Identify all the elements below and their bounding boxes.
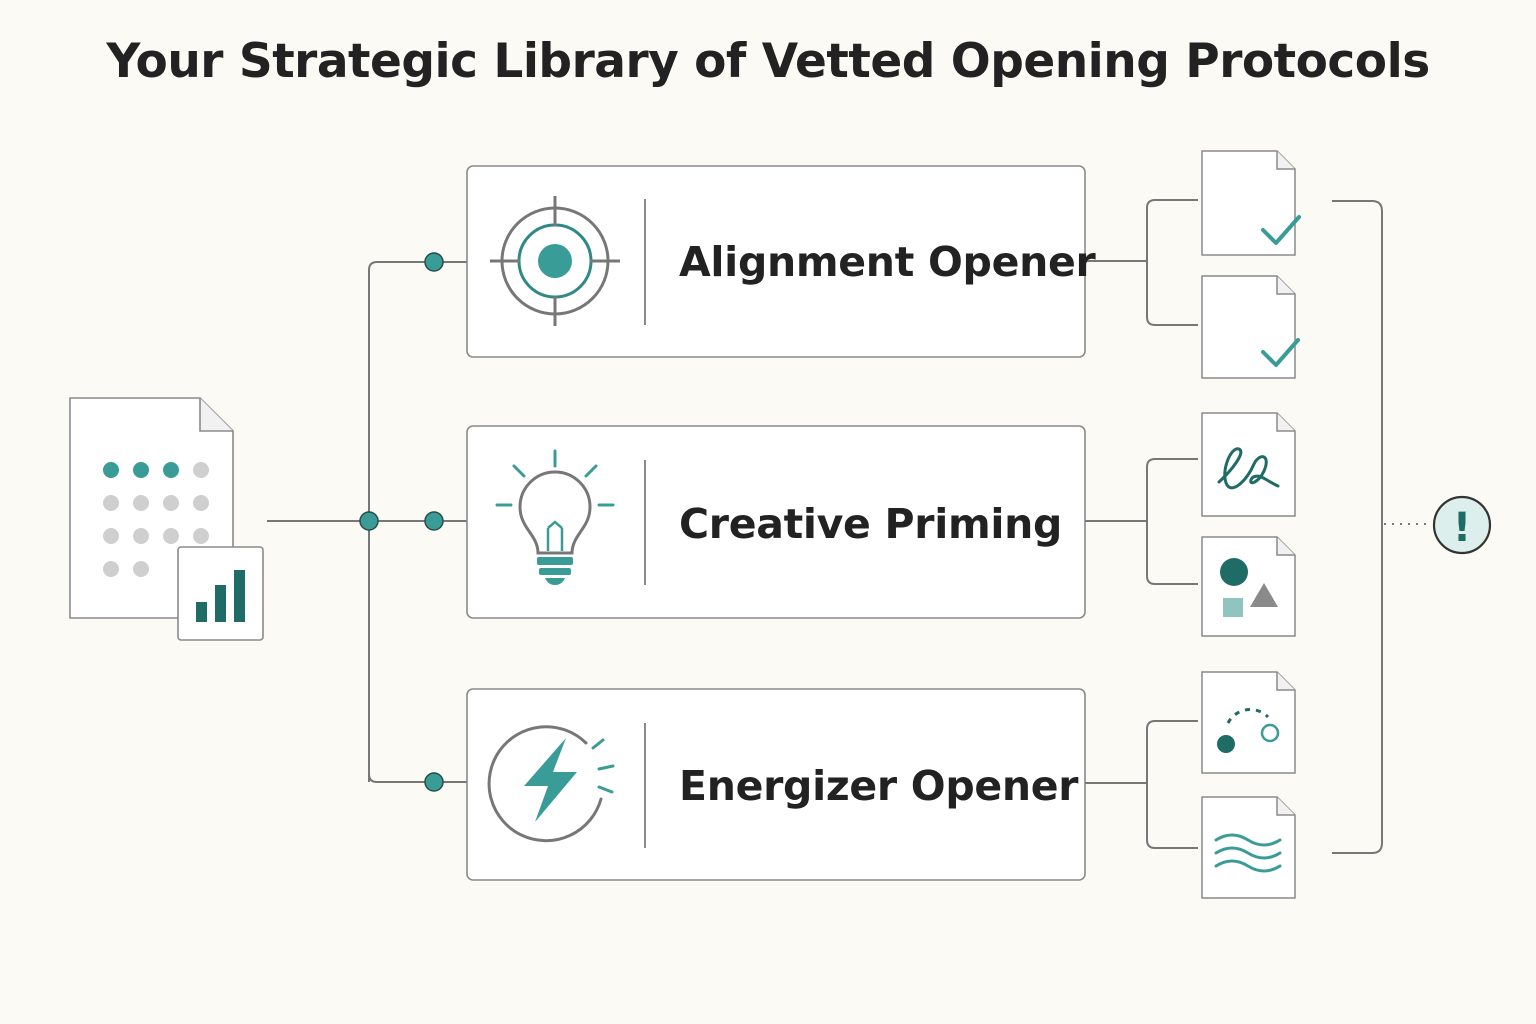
- protocol-label-creative: Creative Priming: [679, 500, 1063, 548]
- junction-node: [359, 511, 379, 531]
- protocol-label-energizer: Energizer Opener: [679, 762, 1079, 810]
- protocol-card-alignment[interactable]: [466, 165, 1086, 358]
- branch-node-creative: [424, 511, 444, 531]
- output-document-alignment-1[interactable]: [1201, 150, 1301, 256]
- signature-icon: [1217, 447, 1280, 490]
- protocol-label-alignment: Alignment Opener: [679, 238, 1096, 286]
- protocol-card-energizer[interactable]: [466, 688, 1086, 881]
- right-bracket: [1332, 200, 1430, 854]
- connector-nodes: [359, 252, 444, 792]
- output-connectors: [1085, 199, 1198, 849]
- checkmark-icon: [1261, 215, 1301, 245]
- lightning-bolt-icon: [487, 725, 615, 843]
- alert-badge[interactable]: !: [1432, 495, 1492, 555]
- output-document-energizer-2[interactable]: [1201, 796, 1296, 899]
- branch-node-energizer: [424, 772, 444, 792]
- lightbulb-icon: [495, 449, 615, 585]
- arc-dots-icon: [1217, 708, 1280, 753]
- shapes-icon: [1220, 558, 1278, 617]
- dot-grid-icon: [103, 462, 209, 577]
- exclamation-icon: !: [1453, 505, 1471, 551]
- output-document-creative-1[interactable]: [1201, 412, 1296, 517]
- target-icon: [490, 196, 620, 326]
- branch-node-alignment: [424, 252, 444, 272]
- bar-chart-icon: [177, 546, 264, 641]
- diagram-title: Your Strategic Library of Vetted Opening…: [106, 34, 1430, 89]
- output-document-creative-2[interactable]: [1201, 536, 1296, 637]
- checkmark-icon: [1261, 338, 1300, 367]
- waves-icon: [1214, 833, 1282, 873]
- output-document-energizer-1[interactable]: [1201, 671, 1296, 774]
- source-document: [69, 397, 264, 641]
- output-document-alignment-2[interactable]: [1201, 275, 1300, 379]
